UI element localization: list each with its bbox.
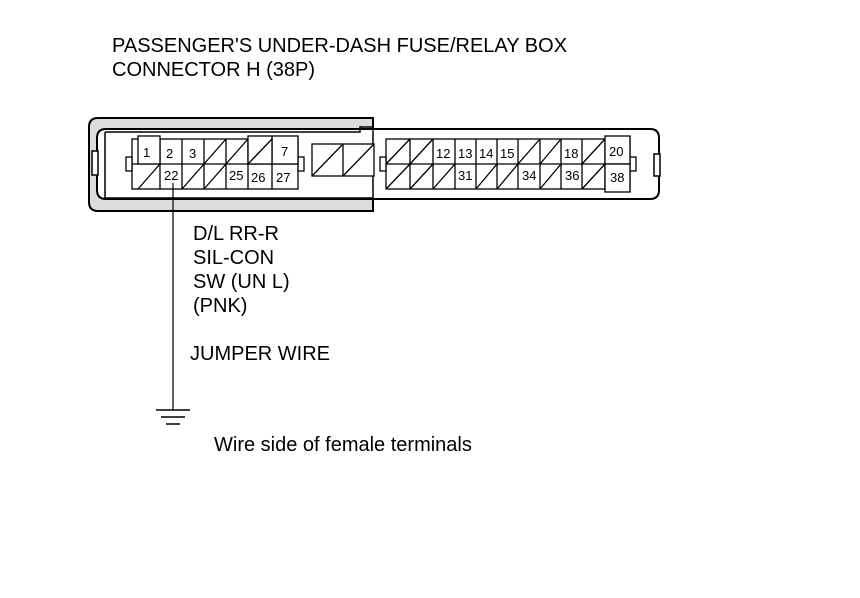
pin-label: 36 bbox=[565, 168, 579, 183]
pin-label: 20 bbox=[609, 144, 623, 159]
pin-label: 18 bbox=[564, 146, 578, 161]
pin-label: 34 bbox=[522, 168, 536, 183]
wire-label-line3: SW (UN L) bbox=[193, 271, 290, 293]
pin-label: 1 bbox=[143, 145, 150, 160]
ground-icon bbox=[156, 409, 190, 425]
pin-label: 27 bbox=[276, 170, 290, 185]
pin-label: 2 bbox=[166, 146, 173, 161]
diagram-title-line2: CONNECTOR H (38P) bbox=[112, 59, 315, 81]
right-pin-block bbox=[379, 135, 637, 193]
pin-label: 7 bbox=[281, 144, 288, 159]
middle-pin-block bbox=[311, 143, 375, 177]
pin-label: 25 bbox=[229, 168, 243, 183]
pin-labels: 1 2 3 7 22 25 26 27 12 13 14 15 18 20 31… bbox=[143, 144, 624, 185]
wire-color-label: (PNK) bbox=[193, 295, 248, 317]
pin-label: 3 bbox=[189, 146, 196, 161]
pin-label: 14 bbox=[479, 146, 493, 161]
pin-label: 31 bbox=[458, 168, 472, 183]
pin-label: 26 bbox=[251, 170, 265, 185]
left-pin-block bbox=[125, 135, 305, 190]
pin-label: 15 bbox=[500, 146, 514, 161]
pin-label: 22 bbox=[164, 168, 178, 183]
wire-label-line1: D/L RR-R bbox=[193, 223, 279, 245]
wire-label-line2: SIL-CON bbox=[193, 247, 275, 269]
pin-label: 12 bbox=[436, 146, 450, 161]
pin-label: 38 bbox=[610, 170, 624, 185]
pin-label: 13 bbox=[458, 146, 472, 161]
diagram-caption: Wire side of female terminals bbox=[214, 434, 472, 456]
jumper-wire-label: JUMPER WIRE bbox=[190, 343, 330, 365]
diagram-title-line1: PASSENGER'S UNDER-DASH FUSE/RELAY BOX bbox=[112, 35, 568, 57]
